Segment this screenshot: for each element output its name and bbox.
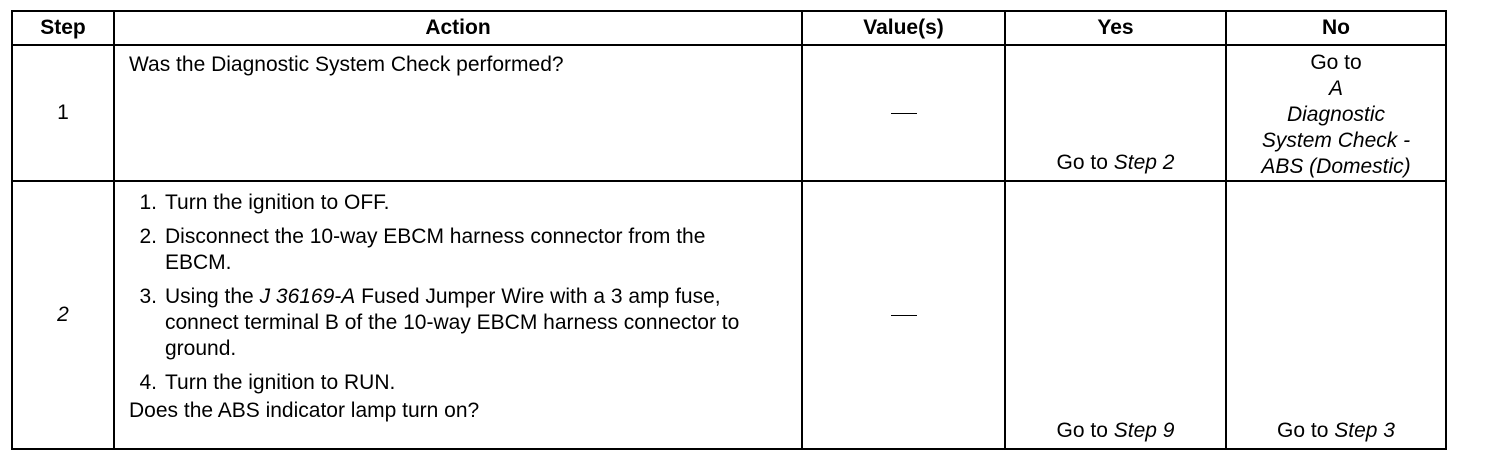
value-cell: — <box>801 44 1006 182</box>
action-cell: Was the Diagnostic System Check performe… <box>113 44 803 182</box>
yes-prefix: Go to <box>1056 419 1114 442</box>
diagnostic-table: Step Action Value(s) Yes No 1 Was the Di… <box>11 10 1447 450</box>
list-item-number: 3. <box>139 285 157 308</box>
list-item-text-after: Fused Jumper Wire with a 3 amp fuse, con… <box>165 285 740 360</box>
list-item: 4. Turn the ignition to RUN. <box>129 370 789 396</box>
action-steps-list: 1. Turn the ignition to OFF. 2. Disconne… <box>129 190 789 396</box>
step-number: 1 <box>11 44 115 182</box>
yes-cell: Go to Step 2 <box>1004 44 1227 182</box>
header-action: Action <box>113 10 803 46</box>
action-question: Does the ABS indicator lamp turn on? <box>129 399 480 422</box>
header-no: No <box>1225 10 1447 46</box>
no-target-line: A <box>1328 77 1343 100</box>
step-number-text: 1 <box>57 101 69 124</box>
yes-cell: Go to Step 9 <box>1004 180 1227 450</box>
header-row: Step Action Value(s) Yes No <box>11 10 1447 46</box>
list-item-text: Turn the ignition to RUN. <box>165 371 396 394</box>
step-number: 2 <box>11 180 115 450</box>
list-item: 3. Using the J 36169-A Fused Jumper Wire… <box>129 284 789 362</box>
list-item-number: 2. <box>139 225 157 248</box>
no-target-line: System Check - <box>1261 129 1411 152</box>
no-cell: Go to A Diagnostic System Check - ABS (D… <box>1225 44 1447 182</box>
table-row: 2 1. Turn the ignition to OFF. 2. Discon… <box>11 180 1447 450</box>
no-target-line: Diagnostic <box>1286 103 1386 126</box>
no-cell: Go to Step 3 <box>1225 180 1447 450</box>
list-item-number: 4. <box>139 371 157 394</box>
no-target: Step 3 <box>1334 419 1395 442</box>
value-dash <box>890 112 917 114</box>
list-item-text-before: Using the <box>165 285 260 308</box>
list-item-text: Turn the ignition to OFF. <box>165 191 390 214</box>
action-question: Was the Diagnostic System Check performe… <box>129 53 564 76</box>
list-item: 1. Turn the ignition to OFF. <box>129 190 789 216</box>
value-cell: — <box>801 180 1006 450</box>
no-prefix: Go to <box>1277 419 1335 442</box>
yes-target: Step 2 <box>1113 151 1175 174</box>
yes-prefix: Go to <box>1056 151 1114 174</box>
list-item-text: Disconnect the 10-way EBCM harness conne… <box>165 225 706 274</box>
header-step: Step <box>11 10 115 46</box>
yes-target: Step 9 <box>1113 419 1175 442</box>
no-target-line: ABS (Domestic) <box>1261 155 1411 178</box>
value-dash <box>890 314 917 316</box>
list-item-number: 1. <box>139 191 157 214</box>
header-yes: Yes <box>1004 10 1227 46</box>
no-prefix: Go to <box>1310 51 1362 74</box>
table-row: 1 Was the Diagnostic System Check perfor… <box>11 44 1447 182</box>
list-item: 2. Disconnect the 10-way EBCM harness co… <box>129 224 789 276</box>
header-values: Value(s) <box>801 10 1006 46</box>
no-target-lines: Go to A Diagnostic System Check - ABS (D… <box>1227 50 1445 180</box>
list-item-text: Using the J 36169-A Fused Jumper Wire wi… <box>165 284 765 362</box>
action-cell: 1. Turn the ignition to OFF. 2. Disconne… <box>113 180 803 450</box>
step-number-text: 2 <box>57 303 69 326</box>
tool-reference: J 36169-A <box>259 285 356 308</box>
